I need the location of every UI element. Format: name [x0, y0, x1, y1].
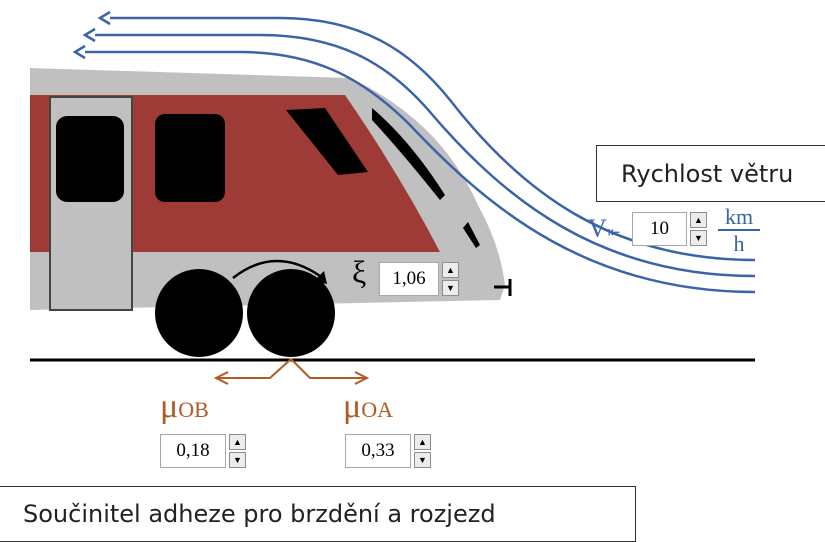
windshield-lower: [463, 222, 480, 248]
xi-symbol: ξ: [352, 254, 367, 290]
xi-decrement-button[interactable]: ▼: [442, 280, 459, 296]
wind-speed-increment-button[interactable]: ▲: [690, 212, 707, 228]
xi-increment-button[interactable]: ▲: [442, 262, 459, 278]
wind-unit-top: km: [718, 206, 760, 231]
mu-ob-label: μOB: [160, 388, 209, 426]
wheel-front: [247, 269, 335, 357]
wind-speed-input[interactable]: 10: [632, 212, 687, 246]
mu-ob-decrement-button[interactable]: ▼: [229, 452, 246, 468]
mu-ob-symbol: μ: [160, 388, 179, 425]
adhesion-arrows: [213, 358, 370, 385]
mu-ob-subscript: OB: [178, 397, 209, 422]
mu-oa-increment-button[interactable]: ▲: [414, 434, 431, 450]
wind-speed-decrement-button[interactable]: ▼: [690, 230, 707, 246]
mu-ob-stepper: 0,18 ▲ ▼: [160, 434, 246, 468]
rotation-arrow-head: [314, 271, 327, 284]
wind-symbol: V: [588, 214, 607, 243]
mu-oa-value: 0,33: [361, 440, 395, 461]
mu-ob-value: 0,18: [176, 440, 210, 461]
wind-speed-callout: Rychlost větru: [596, 145, 825, 202]
adhesion-callout: Součinitel adheze pro brzdění a rozjezd: [0, 486, 636, 542]
windshield: [372, 108, 445, 200]
side-window: [155, 114, 225, 202]
door-window: [56, 116, 124, 202]
mu-oa-symbol: μ: [343, 388, 362, 425]
adhesion-callout-text: Součinitel adheze pro brzdění a rozjezd: [23, 500, 496, 528]
xi-input[interactable]: 1,06: [379, 262, 439, 296]
xi-value: 1,06: [392, 268, 426, 289]
cab-window: [286, 108, 368, 175]
wind-unit: km h: [718, 206, 760, 255]
xi-stepper: 1,06 ▲ ▼: [379, 262, 459, 296]
mu-oa-decrement-button[interactable]: ▼: [414, 452, 431, 468]
mu-oa-subscript: OA: [361, 397, 394, 422]
wind-speed-callout-text: Rychlost větru: [621, 159, 794, 188]
wheel-rear: [155, 269, 243, 357]
mu-ob-increment-button[interactable]: ▲: [229, 434, 246, 450]
rotation-arrow: [232, 259, 321, 279]
mu-ob-input[interactable]: 0,18: [160, 434, 226, 468]
mu-oa-stepper: 0,33 ▲ ▼: [345, 434, 431, 468]
wind-direction-arrow: ⇤: [607, 225, 621, 241]
wind-unit-bottom: h: [733, 231, 745, 256]
wind-speed-stepper: 10 ▲ ▼: [632, 212, 707, 246]
wind-speed-value: 10: [650, 218, 669, 239]
mu-oa-input[interactable]: 0,33: [345, 434, 411, 468]
mu-oa-label: μOA: [343, 388, 393, 426]
wind-velocity-label: V ⇤: [588, 214, 620, 244]
wind-arrow-heads: [72, 10, 111, 60]
